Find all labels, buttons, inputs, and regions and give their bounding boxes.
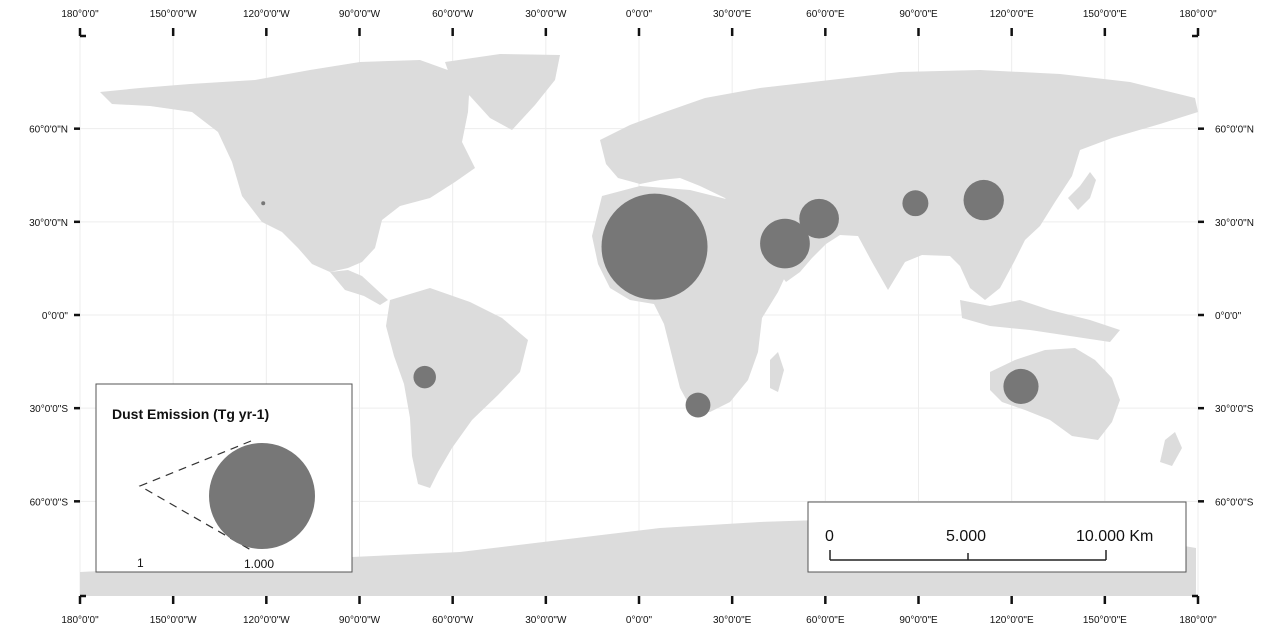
dust-source-circle [1003, 368, 1039, 405]
latitude-label: 30°0'0"S [30, 404, 69, 415]
longitude-label: 60°0'0"E [806, 615, 845, 626]
dust-source-circle [413, 365, 436, 389]
longitude-label: 150°0'0"W [150, 9, 197, 20]
longitude-label: 0°0'0" [626, 9, 653, 20]
longitude-label: 60°0'0"E [806, 9, 845, 20]
bottom-longitude-labels: 180°0'0" 150°0'0"W 120°0'0"W 90°0'0"W 60°0'0… [61, 615, 1217, 626]
scale-label-end: 10.000 Km [1076, 528, 1153, 545]
longitude-label: 180°0'0" [1179, 9, 1217, 20]
dust-source-circle [902, 190, 929, 217]
dust-source-circle [685, 392, 711, 418]
japan-land [1068, 172, 1096, 210]
madagascar-land [770, 352, 784, 392]
southeast-asia-islands-land [960, 300, 1120, 342]
north-america-land [100, 60, 475, 272]
dust-source-circle [601, 193, 708, 300]
legend-dashed-guide [138, 440, 252, 551]
longitude-label: 30°0'0"E [713, 9, 752, 20]
longitude-label: 150°0'0"E [1083, 9, 1127, 20]
longitude-label: 120°0'0"E [990, 615, 1034, 626]
dust-emission-markers [261, 179, 1039, 418]
longitude-label: 90°0'0"W [339, 9, 381, 20]
dust-source-circle [963, 179, 1004, 221]
scale-label-zero: 0 [825, 528, 834, 545]
scale-bar: 0 5.000 10.000 Km [807, 501, 1187, 573]
top-longitude-labels: 180°0'0" 150°0'0"W 120°0'0"W 90°0'0"W 60°0'0… [61, 9, 1217, 20]
latitude-label: 30°0'0"N [29, 218, 68, 229]
longitude-label: 90°0'0"E [899, 9, 938, 20]
latitude-label: 30°0'0"S [1215, 404, 1254, 415]
greenland-land [445, 54, 560, 130]
legend-title: Dust Emission (Tg yr-1) [112, 406, 269, 422]
dust-source-circle [799, 198, 839, 239]
longitude-label: 180°0'0" [1179, 615, 1217, 626]
latitude-label: 60°0'0"S [30, 497, 69, 508]
dust-source-circle [261, 201, 266, 206]
legend-min-label: 1 [137, 556, 144, 570]
longitude-label: 0°0'0" [626, 615, 653, 626]
scale-label-mid: 5.000 [946, 528, 986, 545]
dust-source-circle [760, 218, 810, 269]
longitude-label: 60°0'0"W [432, 615, 474, 626]
longitude-label: 120°0'0"W [243, 9, 290, 20]
longitude-label: 60°0'0"W [432, 9, 474, 20]
longitude-label: 120°0'0"E [990, 9, 1034, 20]
longitude-label: 30°0'0"W [525, 615, 567, 626]
longitude-label: 180°0'0" [61, 615, 99, 626]
longitude-label: 150°0'0"E [1083, 615, 1127, 626]
latitude-label: 30°0'0"N [1215, 218, 1254, 229]
right-latitude-labels: 60°0'0"N 30°0'0"N 0°0'0" 30°0'0"S 60°0'0"S [1215, 125, 1254, 509]
south-america-land [386, 288, 528, 488]
longitude-label: 90°0'0"E [899, 615, 938, 626]
latitude-label: 60°0'0"N [1215, 125, 1254, 136]
latitude-label: 0°0'0" [42, 311, 69, 322]
eurasia-land [600, 70, 1198, 300]
left-latitude-labels: 60°0'0"N 30°0'0"N 0°0'0" 30°0'0"S 60°0'0"S [29, 125, 68, 509]
longitude-label: 30°0'0"E [713, 615, 752, 626]
legend-box: Dust Emission (Tg yr-1) 1 1.000 [95, 383, 353, 573]
legend-large-circle [209, 443, 315, 549]
map-frame [74, 28, 1204, 604]
latitude-label: 60°0'0"S [1215, 497, 1254, 508]
latitude-label: 0°0'0" [1215, 311, 1242, 322]
latitude-label: 60°0'0"N [29, 125, 68, 136]
longitude-label: 150°0'0"W [150, 615, 197, 626]
longitude-label: 180°0'0" [61, 9, 99, 20]
longitude-label: 120°0'0"W [243, 615, 290, 626]
new-zealand-land [1160, 432, 1182, 466]
central-america-land [330, 270, 388, 305]
legend-max-label: 1.000 [244, 557, 274, 571]
longitude-label: 90°0'0"W [339, 615, 381, 626]
longitude-label: 30°0'0"W [525, 9, 567, 20]
